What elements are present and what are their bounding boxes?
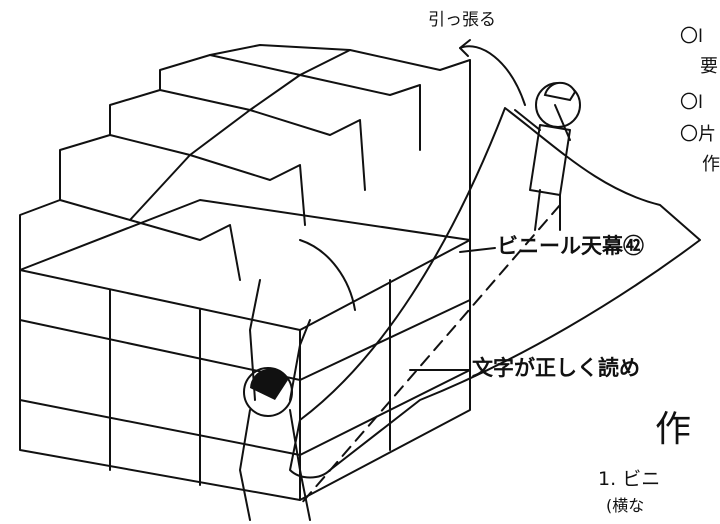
roof-hoop: [19, 199, 241, 281]
bullet-mark: 〇: [680, 92, 698, 113]
bullet-mark: 〇: [680, 26, 698, 47]
step-text: ビニ: [622, 468, 661, 490]
bullet-2: 要: [700, 58, 718, 76]
bullet-text: 片: [698, 124, 716, 145]
pull-label: 引っ張る: [428, 10, 496, 30]
step-number: 1.: [598, 468, 617, 490]
bullet-1: 〇l: [680, 28, 703, 46]
bullet-text: l: [698, 92, 704, 113]
bullet-text: 要: [700, 56, 718, 77]
bullet-5: 作: [702, 156, 720, 174]
vinyl-roof-label: ビニール天幕㊷: [497, 234, 644, 258]
bullet-4: 〇片: [680, 126, 716, 144]
bullet-3: 〇l: [680, 94, 703, 112]
vinyl-sheet: [289, 107, 701, 479]
step-sub: (横な: [606, 496, 645, 515]
section-heading: 作: [655, 409, 692, 450]
lift-arrow: [299, 239, 356, 311]
text-readable-label: 文字が正しく読め: [472, 356, 640, 380]
bullet-text: l: [698, 26, 704, 47]
bullet-text: 作: [702, 154, 720, 175]
step-1: 1. ビニ: [598, 470, 660, 489]
dashed-guide: [299, 204, 561, 506]
bullet-mark: 〇: [680, 124, 698, 145]
leader-vinyl: [459, 247, 496, 253]
pull-arrow: [459, 45, 526, 106]
